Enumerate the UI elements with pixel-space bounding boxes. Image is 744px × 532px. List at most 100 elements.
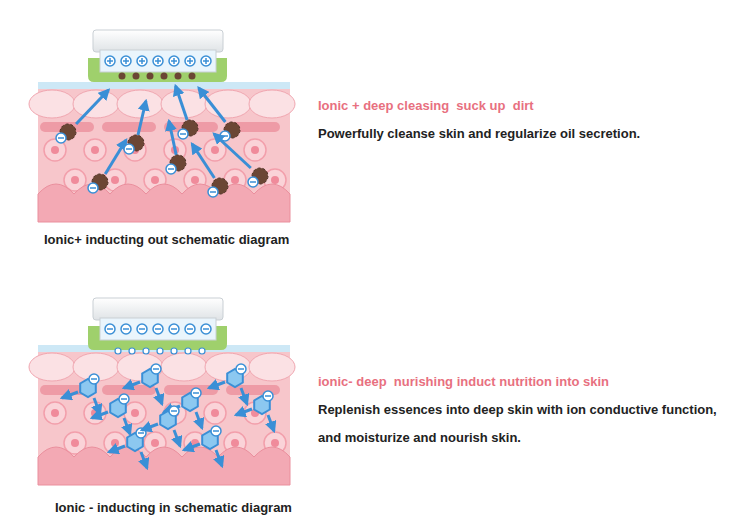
flow-arrow [156,388,162,404]
cell-nucleus [51,409,59,417]
ion-sign [109,58,111,64]
cell-nucleus [231,439,239,447]
skin-cell [244,139,266,161]
skin-cell [29,353,75,381]
flow-arrow [124,382,140,388]
cell-nucleus [211,409,219,417]
feature-text: Replenish essences into deep skin with i… [318,396,718,452]
ion-sign [139,328,145,330]
cell-nucleus [91,146,99,154]
flow-arrow [141,452,147,468]
ion-badge [178,129,188,139]
skin-cell [161,353,207,381]
flow-arrow [199,88,226,122]
ion-badge [201,324,211,334]
cell-nucleus [131,409,139,417]
dirt-dot [161,73,168,80]
ion-dot [143,348,149,354]
ion-sign [171,410,177,412]
flow-arrow [209,382,225,388]
skin-cell [124,402,146,424]
cell-nucleus [71,176,79,184]
dirt-dot [175,73,182,80]
skin-cell [84,139,106,161]
flow-arrow [174,430,180,446]
cell-nucleus [211,146,219,154]
ion-dot [199,348,205,354]
flow-arrow [192,144,214,178]
flow-arrow [105,140,126,174]
feature-heading: Ionic + deep cleasing suck up dirt [318,92,718,120]
flow-arrow [216,450,222,466]
diagram-caption: Ionic+ inducting out schematic diagram [44,226,344,254]
ion-sign [238,368,244,370]
ion-sign [173,58,175,64]
flow-arrow [169,121,176,155]
cell-nucleus [51,146,59,154]
cell-nucleus [271,439,279,447]
ion-sign [187,328,193,330]
ion-sign [205,58,207,64]
flow-arrow [236,409,252,415]
skin-cell [117,90,163,118]
flow-arrow [109,446,125,452]
ion-badge [105,324,115,334]
cell-nucleus [151,176,159,184]
cell-nucleus [191,176,199,184]
ion-dot [157,348,163,354]
flow-arrow [76,90,108,124]
flow-arrow [196,412,202,428]
ion-dot [171,348,177,354]
skin-cell [29,90,75,118]
ion-sign [157,58,159,64]
skin-cell [249,353,295,381]
ion-badge [185,324,195,334]
device-head [93,30,223,52]
device-plate [100,50,216,72]
ion-badge [169,56,179,66]
flow-arrow [142,424,158,430]
ion-sign [58,137,64,139]
flow-arrow [124,418,130,434]
skin-fibre [102,122,156,132]
ion-dot [129,348,135,354]
ion-badge [208,187,218,197]
ion-sign [141,58,143,64]
ion-sign [90,187,96,189]
flow-arrow [268,415,274,431]
ion-badge [151,364,161,374]
ion-badge [263,391,273,401]
dirt-dot [133,73,140,80]
skin-cell [44,402,66,424]
ion-sign [222,135,228,137]
ion-badge [56,133,66,143]
cell-nucleus [111,439,119,447]
flow-arrow [241,388,247,404]
cell-nucleus [111,176,119,184]
feature-text: Powerfully cleanse skin and regularize o… [318,120,728,148]
ion-badge [105,56,115,66]
cell-nucleus [151,439,159,447]
ion-badge [191,388,201,398]
ion-badge [166,164,176,174]
ion-badge [121,56,131,66]
cell-nucleus [271,176,279,184]
flow-arrow [92,412,108,418]
ion-sign [171,328,177,330]
flow-arrow [94,398,100,414]
dirt-dot [119,73,126,80]
ion-badge [248,177,258,187]
flow-arrow [184,444,200,450]
ion-badge [153,324,163,334]
ion-sign [107,328,113,330]
ion-sign [265,395,271,397]
ion-sign [121,398,127,400]
flow-arrow [138,101,146,135]
skin-cell [249,90,295,118]
flow-arrow [62,392,78,398]
ion-sign [126,148,132,150]
ion-badge [121,324,131,334]
ion-sign [168,168,174,170]
ion-sign [138,432,144,434]
ion-badge [124,144,134,154]
